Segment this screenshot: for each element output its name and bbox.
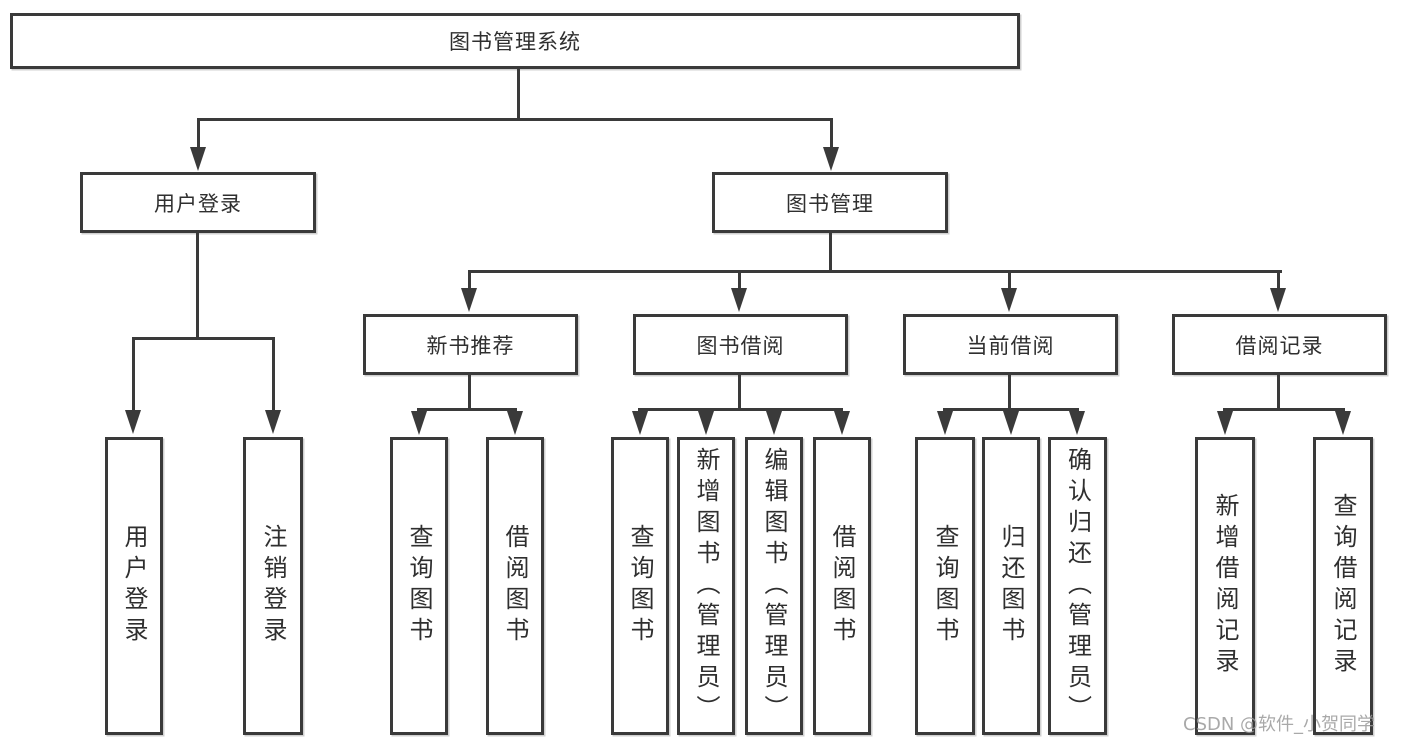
leaf-nb-borrow-book: 借阅图书 [486, 437, 544, 735]
node-label: 新增图书（管理员） [692, 446, 720, 726]
node-new-book-recommend: 新书推荐 [363, 314, 578, 375]
connector-leaf-stub [272, 340, 275, 412]
arrow-down-icon [632, 411, 648, 435]
arrow-down-icon [411, 411, 427, 435]
arrow-down-icon [1270, 288, 1286, 312]
leaf-bb-borrow-book: 借阅图书 [813, 437, 871, 735]
node-label: 图书管理 [786, 191, 874, 216]
node-book-borrow: 图书借阅 [633, 314, 848, 375]
leaf-bb-edit-book-admin: 编辑图书（管理员） [745, 437, 803, 735]
node-label: 借阅图书 [828, 524, 856, 648]
node-label: 注销登录 [259, 524, 287, 648]
connector-l3-stub [1008, 273, 1011, 290]
connector-bb-hbar [638, 408, 843, 411]
node-label: 查询图书 [931, 524, 959, 648]
arrow-down-icon [766, 411, 782, 435]
node-label: 确认归还（管理员） [1063, 446, 1092, 726]
leaf-logout: 注销登录 [243, 437, 303, 735]
node-label: 新增借阅记录 [1211, 493, 1239, 679]
csdn-watermark: CSDN @软件_小贺同学 [1183, 714, 1376, 735]
arrow-down-icon [190, 147, 206, 171]
arrow-down-icon [1217, 411, 1233, 435]
node-label: 用户登录 [154, 191, 242, 216]
node-label: 归还图书 [997, 524, 1025, 648]
node-label: 新书推荐 [426, 333, 515, 358]
arrow-down-icon [937, 411, 953, 435]
node-user-login: 用户登录 [80, 172, 316, 233]
leaf-cb-query-book: 查询图书 [915, 437, 975, 735]
connector-book-mgmt-drop [829, 233, 832, 273]
node-borrow-records: 借阅记录 [1172, 314, 1387, 375]
connector-bb-drop [738, 375, 741, 410]
node-label: 图书管理系统 [449, 30, 581, 54]
node-book-management: 图书管理 [712, 172, 948, 233]
node-label: 借阅图书 [501, 524, 529, 648]
arrow-down-icon [1069, 411, 1085, 435]
connector-cb-drop [1008, 375, 1011, 410]
leaf-cb-return-book: 归还图书 [982, 437, 1040, 735]
arrow-down-icon [823, 147, 839, 171]
connector-nb-drop [468, 375, 471, 410]
connector-user-login-drop [196, 233, 199, 340]
node-label: 查询图书 [405, 524, 433, 648]
connector-l3-stub [1277, 273, 1280, 290]
connector-nb-hbar [417, 408, 517, 411]
arrow-down-icon [731, 288, 747, 312]
leaf-cb-confirm-return-admin: 确认归还（管理员） [1048, 437, 1107, 735]
connector-user-login-stub [197, 120, 200, 150]
node-library-management-system: 图书管理系统 [10, 13, 1020, 69]
node-label: 借阅记录 [1235, 333, 1324, 358]
connector-root-drop [517, 69, 520, 120]
leaf-bb-add-book-admin: 新增图书（管理员） [677, 437, 735, 735]
connector-root-hbar [197, 118, 833, 121]
connector-cb-hbar [943, 408, 1079, 411]
connector-l3-stub [738, 273, 741, 290]
leaf-nb-query-book: 查询图书 [390, 437, 448, 735]
leaf-user-login: 用户登录 [105, 437, 163, 735]
connector-user-login-hbar [132, 337, 275, 340]
node-label: 编辑图书（管理员） [760, 446, 788, 726]
leaf-br-query-borrow-record: 查询借阅记录 [1313, 437, 1373, 735]
node-current-borrow: 当前借阅 [903, 314, 1118, 375]
node-label: 查询图书 [626, 524, 654, 648]
node-label: 用户登录 [120, 524, 148, 648]
connector-book-mgmt-stub [830, 120, 833, 150]
node-label: 当前借阅 [966, 333, 1055, 358]
connector-leaf-stub [132, 340, 135, 412]
arrow-down-icon [507, 411, 523, 435]
arrow-down-icon [125, 410, 141, 434]
leaf-br-add-borrow-record: 新增借阅记录 [1195, 437, 1255, 735]
arrow-down-icon [1003, 411, 1019, 435]
arrow-down-icon [265, 410, 281, 434]
connector-br-hbar [1223, 408, 1345, 411]
connector-l3-stub [468, 273, 471, 290]
arrow-down-icon [461, 288, 477, 312]
arrow-down-icon [698, 411, 714, 435]
arrow-down-icon [1335, 411, 1351, 435]
connector-book-mgmt-hbar [468, 270, 1282, 273]
arrow-down-icon [834, 411, 850, 435]
leaf-bb-query-book: 查询图书 [611, 437, 669, 735]
connector-br-drop [1277, 375, 1280, 410]
node-label: 图书借阅 [696, 333, 785, 358]
node-label: 查询借阅记录 [1329, 493, 1357, 679]
arrow-down-icon [1001, 288, 1017, 312]
